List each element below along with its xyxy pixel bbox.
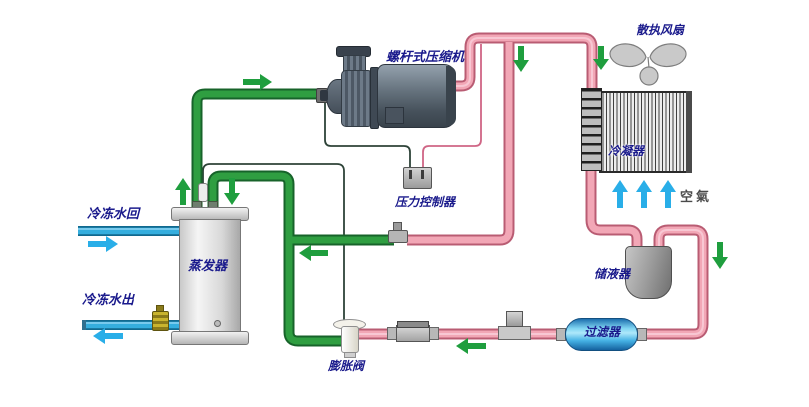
compressor-terminal-plate xyxy=(385,107,404,124)
water-valve xyxy=(152,311,169,331)
filter-label: 过滤器 xyxy=(584,325,621,339)
txv-sensing-bulb xyxy=(198,183,208,202)
suction-pipe xyxy=(193,90,394,345)
flow-arrow-left-icon xyxy=(456,338,486,354)
chilled-water-return-label: 冷冻水回 xyxy=(87,206,140,221)
controller-terminal-pin xyxy=(409,170,412,179)
fan-blade-right xyxy=(649,43,687,68)
condenser-right-plate xyxy=(686,91,692,173)
fan-blade-left xyxy=(609,43,647,68)
air-label: 空氣 xyxy=(680,189,713,204)
discharge-pipe-highlight xyxy=(356,37,704,335)
solenoid-valve-coil xyxy=(506,311,523,327)
evaporator-label: 蒸发器 xyxy=(188,258,228,273)
sight-glass-top-plate xyxy=(397,321,429,328)
compressor-front-ribs xyxy=(341,70,373,127)
receiver-label: 储液器 xyxy=(594,267,631,281)
expansion-valve-foot xyxy=(344,352,356,358)
compressor-end-cap xyxy=(446,66,456,126)
expansion-valve-label: 膨胀阀 xyxy=(328,359,365,373)
fan-label: 散执风扇 xyxy=(636,23,685,37)
water-air-flow-arrows xyxy=(88,180,676,344)
txv-capillary-line xyxy=(202,163,345,325)
discharge-capillary-line xyxy=(422,44,482,172)
flow-arrow-down-icon xyxy=(224,178,240,205)
solenoid-valve xyxy=(498,326,531,340)
controller-terminal-pin xyxy=(421,170,424,179)
flow-arrow-down-icon xyxy=(712,242,728,269)
flow-arrow-right-icon xyxy=(88,236,118,252)
flow-arrow-right-icon xyxy=(243,74,272,90)
flow-arrow-down-icon xyxy=(593,46,609,70)
fan-hub xyxy=(639,66,659,86)
condenser-label: 冷凝器 xyxy=(608,144,645,158)
fan-stem xyxy=(647,56,650,69)
bypass-valve xyxy=(388,230,408,243)
flow-arrow-left-icon xyxy=(93,328,123,344)
expansion-valve xyxy=(341,326,359,353)
pipe-coupler xyxy=(637,328,647,341)
condenser-coil xyxy=(599,91,691,173)
evaporator-bottom-flange xyxy=(171,331,249,345)
pressure-controller xyxy=(403,167,432,189)
filter-drier xyxy=(565,318,638,351)
chilled-water-out-label: 冷冻水出 xyxy=(82,292,135,307)
refrigerant-flow-arrows xyxy=(175,46,728,354)
cooling-fan-icon xyxy=(609,43,687,86)
air-flow-arrow-up-icon xyxy=(660,180,676,208)
condenser-header xyxy=(581,88,602,171)
suction-capillary-line xyxy=(324,98,411,172)
compressor-shaft xyxy=(320,90,328,101)
water-pipe-end-cap xyxy=(82,320,86,330)
flow-arrow-left-icon xyxy=(299,245,328,261)
evaporator-drain-plug xyxy=(214,320,221,327)
liquid-receiver xyxy=(625,246,672,299)
flow-arrow-down-icon xyxy=(513,46,529,72)
air-flow-arrow-up-icon xyxy=(612,180,628,208)
evaporator xyxy=(179,219,241,333)
pressure-controller-label: 压力控制器 xyxy=(395,195,456,209)
compressor-label: 螺杆式压缩机 xyxy=(386,49,465,64)
air-flow-arrow-up-icon xyxy=(636,180,652,208)
flow-arrow-up-icon xyxy=(175,178,191,205)
